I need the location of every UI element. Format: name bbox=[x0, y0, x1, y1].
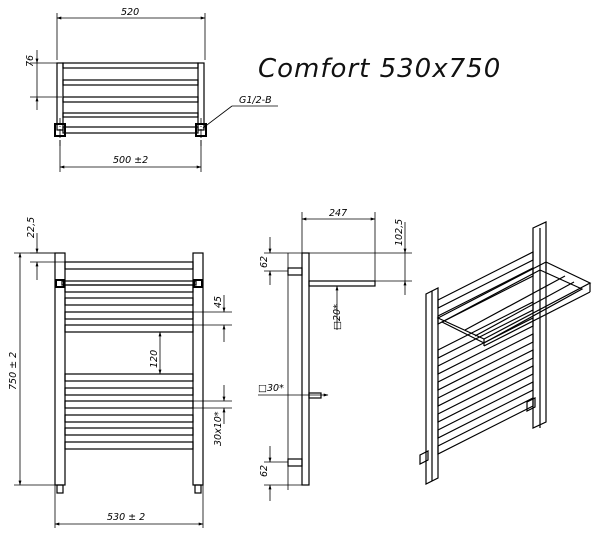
connection-label: G1/2-B bbox=[239, 95, 272, 106]
top-width-label: 520 bbox=[121, 7, 139, 18]
top-offset-label: 22,5 bbox=[26, 217, 37, 238]
front-height-label: 750 ± 2 bbox=[8, 352, 19, 390]
side-view: 247 102,5 62 62 □20* □30* bbox=[258, 208, 412, 501]
front-view: 22,5 750 ± 2 45 120 30x10* 530 ± 2 bbox=[8, 217, 232, 528]
front-width-label: 530 ± 2 bbox=[107, 512, 145, 523]
bottom-connection-label: 62 bbox=[259, 465, 270, 477]
center-distance-label: 500 ±2 bbox=[113, 155, 148, 166]
gap-label: 120 bbox=[149, 350, 160, 368]
top-connection-label: 62 bbox=[259, 256, 270, 268]
side-depth-label: 247 bbox=[329, 208, 347, 219]
shelf-height-label: 102,5 bbox=[394, 219, 405, 246]
bar-section-label: 30x10* bbox=[213, 411, 224, 446]
top-view: 520 76 G1/2-B 5 bbox=[25, 7, 278, 172]
isometric-view bbox=[419, 221, 592, 485]
top-depth-label: 76 bbox=[25, 55, 36, 67]
drawing-title: Comfort 530x750 bbox=[258, 54, 501, 84]
bar-spacing-label: 45 bbox=[213, 296, 224, 308]
post-profile-label: □30* bbox=[258, 383, 284, 394]
shelf-profile-label: □20* bbox=[332, 304, 343, 330]
